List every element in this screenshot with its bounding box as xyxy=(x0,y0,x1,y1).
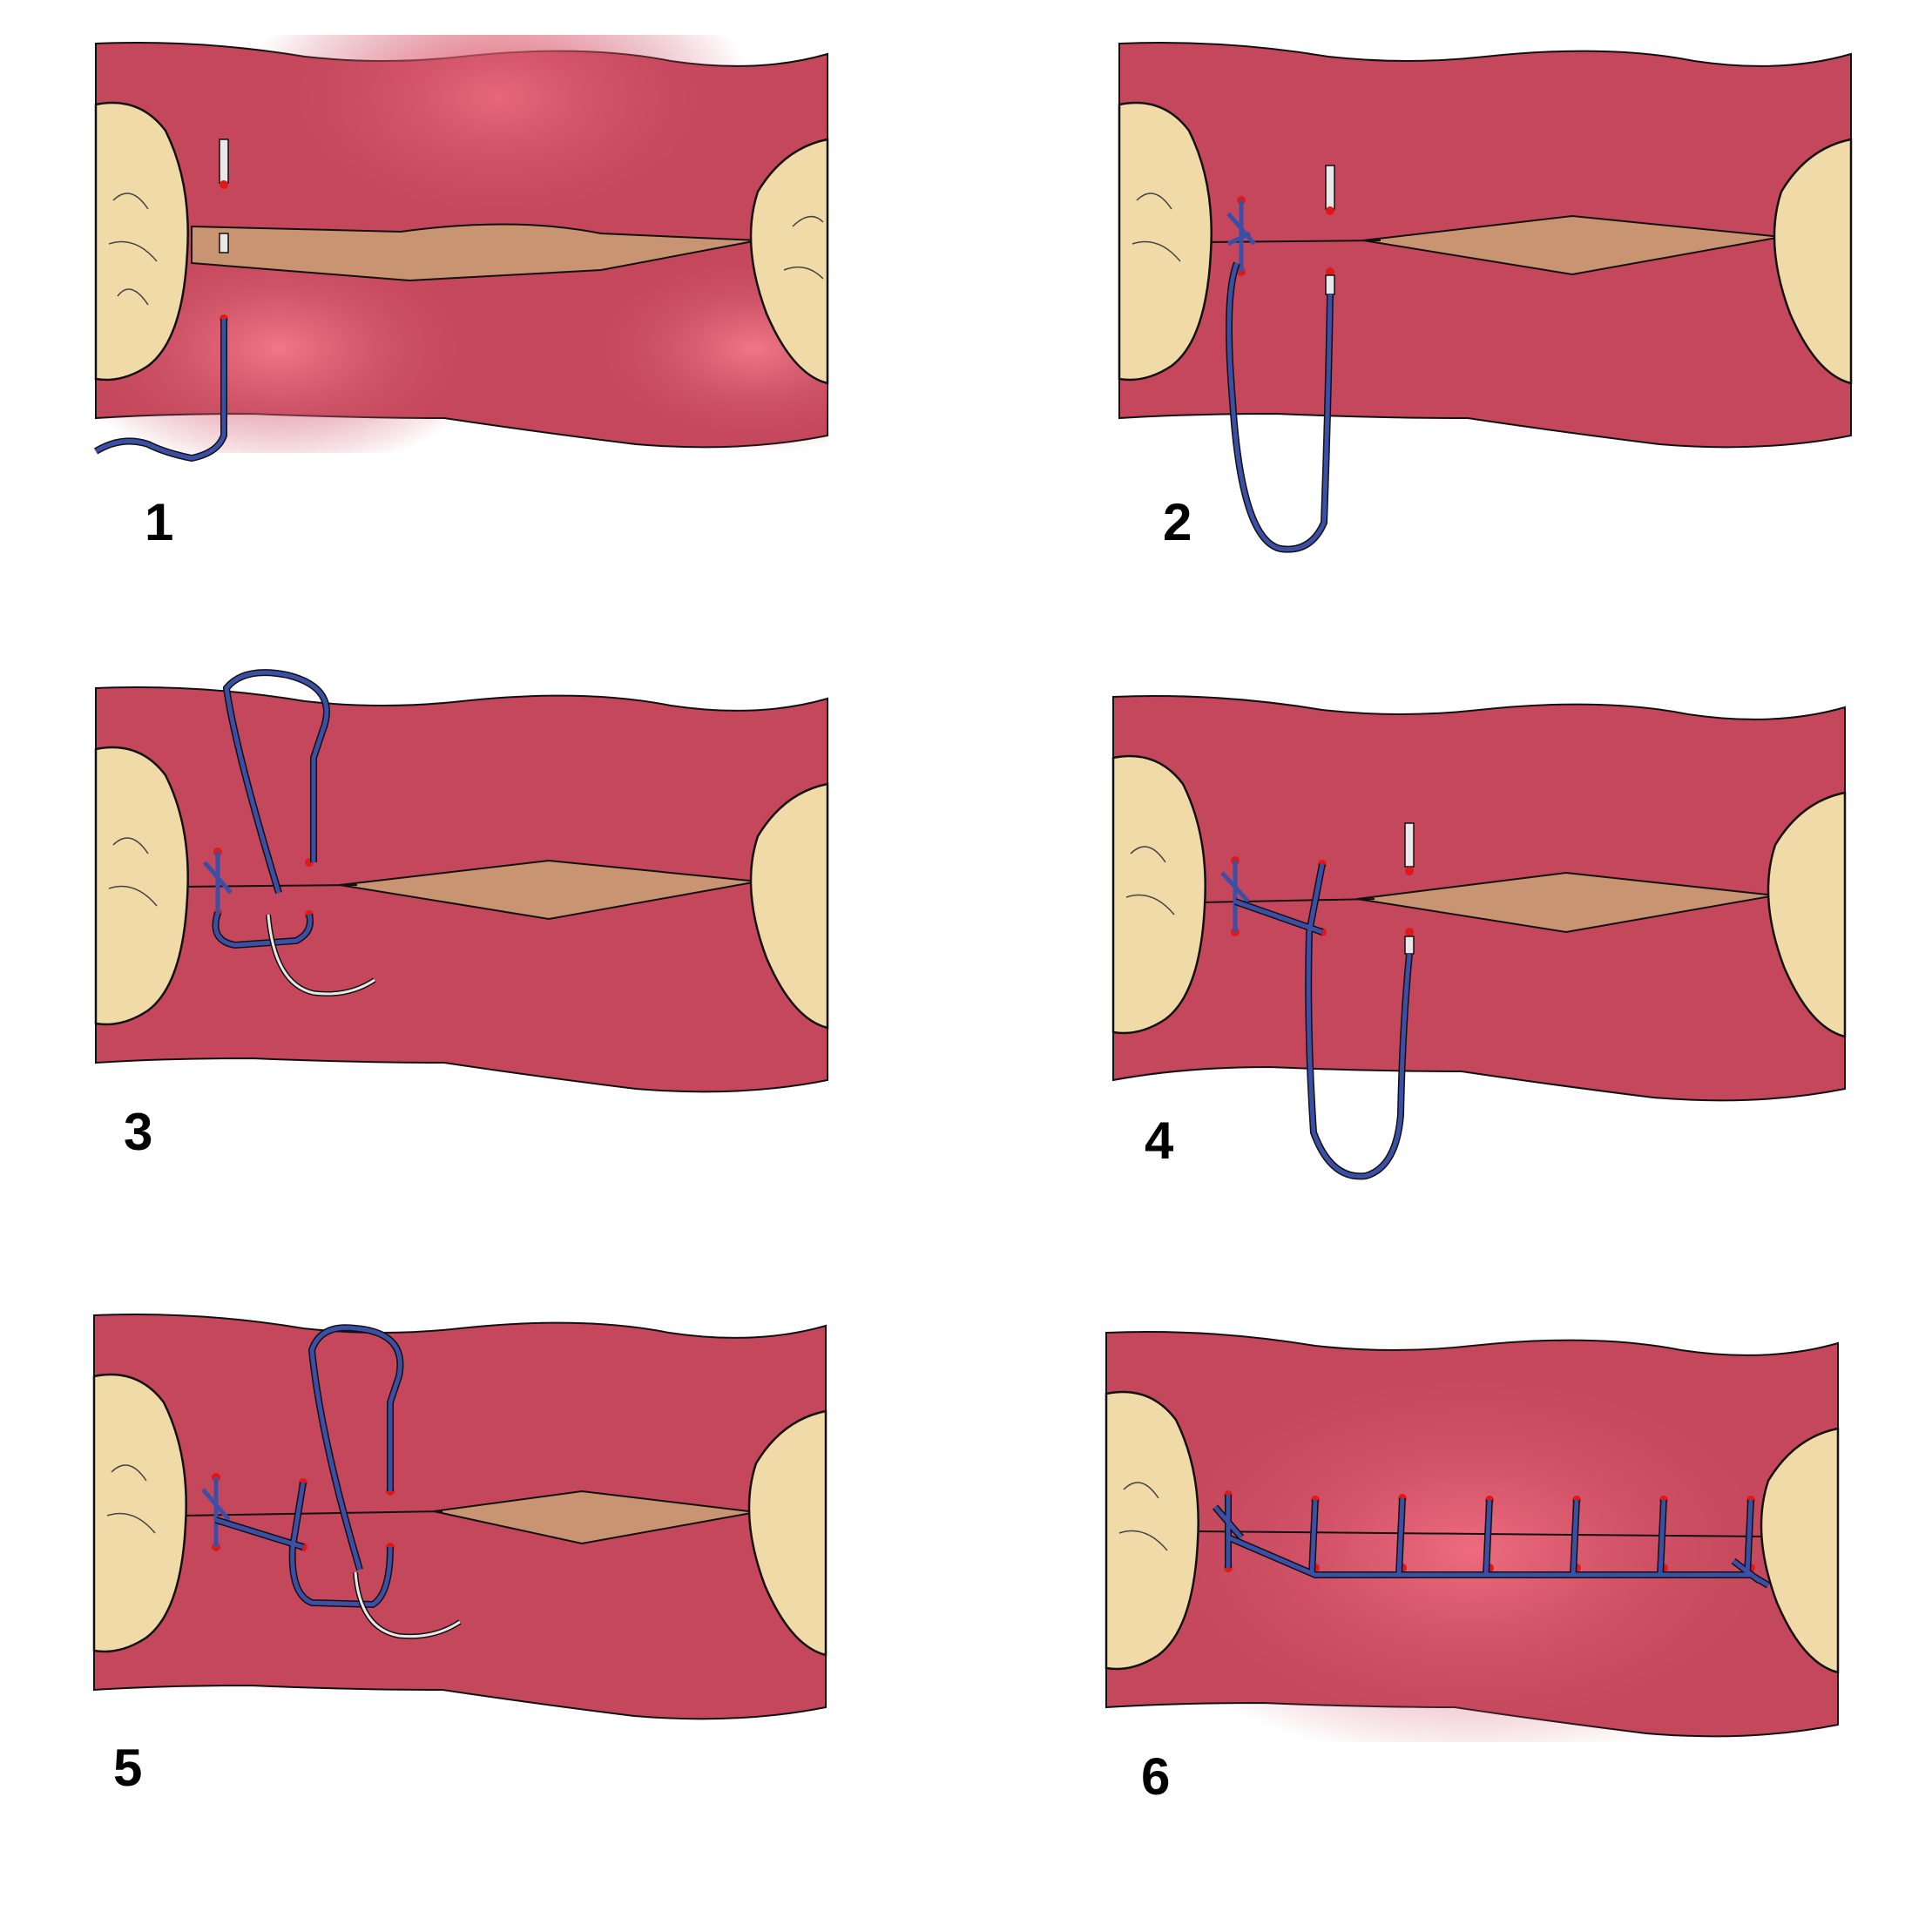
tooth-left xyxy=(1104,1390,1199,1671)
tooth-left xyxy=(1118,101,1213,382)
tooth-right xyxy=(747,1409,828,1657)
needle-tip-icon xyxy=(1404,822,1415,868)
suture-knot xyxy=(201,1477,231,1547)
tooth-left xyxy=(94,101,189,382)
panel-step-2: 2 xyxy=(1118,35,1932,645)
tooth-right xyxy=(1773,138,1853,385)
suture-knot xyxy=(1220,861,1250,932)
step-5-illustration xyxy=(92,1314,828,1720)
tooth-right xyxy=(749,782,829,1030)
panel-step-6: 6 xyxy=(1104,1315,1932,1925)
tooth-right xyxy=(749,138,829,385)
panel-step-4: 4 xyxy=(1111,679,1932,1289)
tooth-left xyxy=(92,1373,187,1653)
step-1-illustration xyxy=(93,35,829,463)
step-label: 5 xyxy=(113,1739,143,1797)
step-label: 3 xyxy=(124,1103,153,1161)
panel-step-1: 1 xyxy=(93,35,967,645)
step-4-illustration xyxy=(1111,695,1847,1180)
needle-tip-icon xyxy=(1325,165,1335,210)
tooth-right xyxy=(1760,1427,1840,1674)
tooth-left xyxy=(1111,754,1206,1035)
step-label: 6 xyxy=(1141,1747,1171,1806)
tooth-right xyxy=(1766,791,1847,1038)
suture-knot xyxy=(203,852,233,913)
step-6-illustration xyxy=(1104,1315,1840,1742)
step-label: 2 xyxy=(1163,493,1192,551)
panel-step-3: 3 xyxy=(94,669,967,1289)
step-2-illustration xyxy=(1118,42,1853,553)
panel-step-5: 5 xyxy=(92,1307,965,1916)
tooth-left xyxy=(94,746,189,1026)
needle-tip-icon xyxy=(219,138,229,184)
step-label: 4 xyxy=(1145,1111,1174,1170)
suture-knot xyxy=(1226,200,1256,272)
step-3-illustration xyxy=(94,669,829,1093)
step-label: 1 xyxy=(145,493,174,551)
